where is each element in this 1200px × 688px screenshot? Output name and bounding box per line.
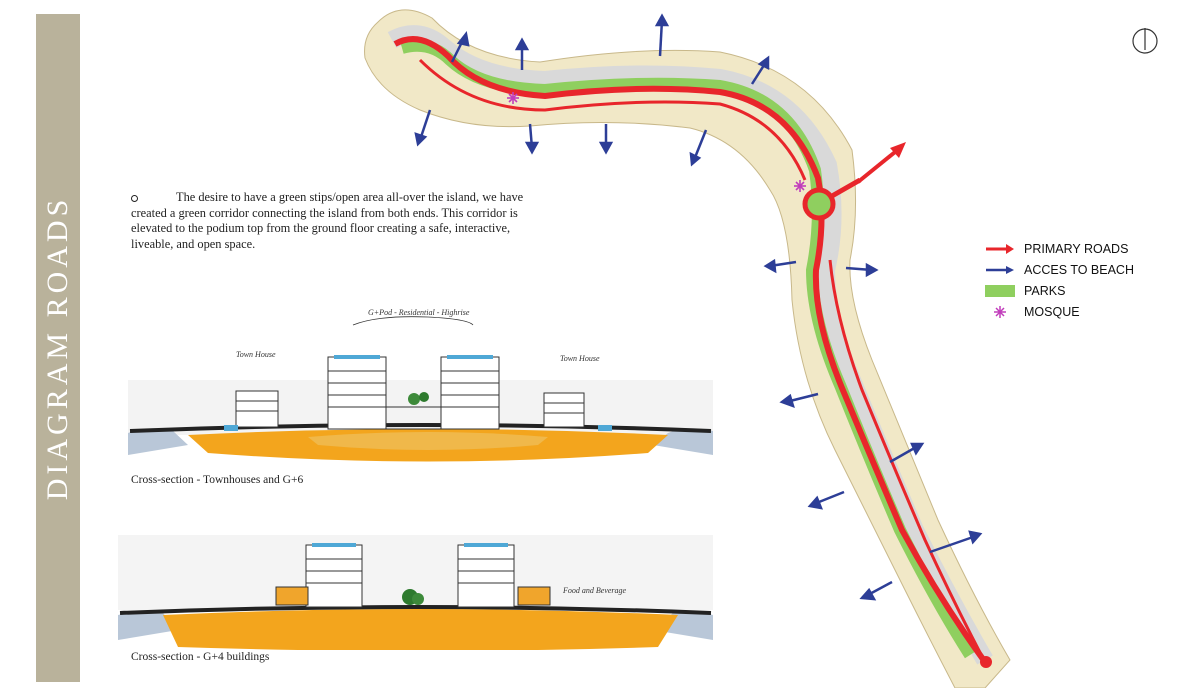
north-arrow-icon: [1132, 28, 1158, 54]
legend-label: PARKS: [1024, 283, 1066, 298]
legend-item-beach-access: ACCES TO BEACH: [984, 259, 1164, 280]
description-text: The desire to have a green stips/open ar…: [131, 190, 531, 252]
annotation-townhouse-left: Town House: [236, 350, 276, 359]
cross-section-g4: Food and Beverage: [118, 535, 713, 650]
green-rect-icon: [985, 284, 1015, 297]
description-body: The desire to have a green stips/open ar…: [131, 190, 524, 251]
purple-asterisk-icon: [994, 305, 1006, 318]
mosque-icon: [507, 92, 806, 192]
section-caption-2: Cross-section - G+4 buildings: [131, 651, 270, 663]
legend-label: PRIMARY ROADS: [1024, 241, 1129, 256]
beach-access-arrows: [414, 13, 983, 601]
legend-item-parks: PARKS: [984, 280, 1164, 301]
annotation-food-beverage: Food and Beverage: [562, 586, 627, 595]
annotation-highrise: G+Pod - Residential - Highrise: [368, 308, 470, 317]
legend-item-mosque: MOSQUE: [984, 301, 1164, 322]
red-arrow-icon: [986, 243, 1014, 254]
annotation-townhouse-right: Town House: [560, 354, 600, 363]
bullet-icon: [131, 194, 138, 202]
section-caption-1: Cross-section - Townhouses and G+6: [131, 474, 304, 486]
blue-arrow-icon: [986, 265, 1014, 274]
title-band: [36, 14, 80, 682]
cross-section-townhouses: G+Pod - Residential - Highrise Town Hous…: [128, 308, 713, 462]
legend-label: MOSQUE: [1024, 304, 1080, 319]
map-legend: PRIMARY ROADS ACCES TO BEACH PARKS MOSQU…: [984, 238, 1164, 322]
legend-label: ACCES TO BEACH: [1024, 262, 1134, 277]
legend-item-primary-roads: PRIMARY ROADS: [984, 238, 1164, 259]
